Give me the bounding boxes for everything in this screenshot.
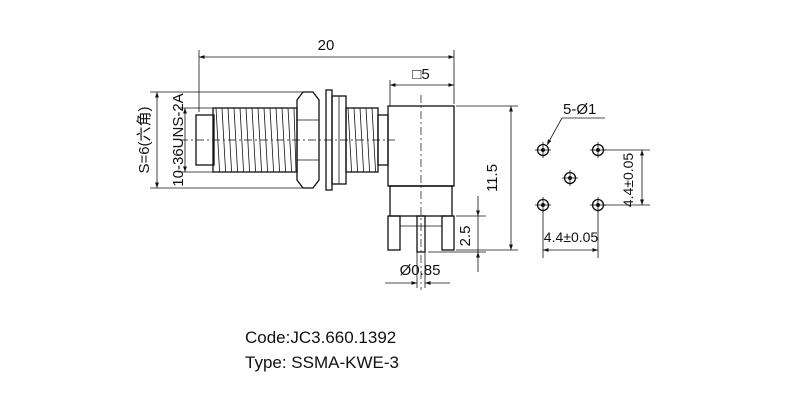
footprint-hole-center [562,170,578,186]
dim-pitch-horizontal-label: 4.4±0.05 [544,229,599,245]
dim-pin-length: 2.5 [428,196,486,272]
part-type: Type: SSMA-KWE-3 [245,353,399,372]
dim-pin-diameter: Ø0.85 [385,252,450,288]
dim-hole-callout-label: 5-Ø1 [563,101,596,118]
hex-nut [296,91,320,189]
dim-height: 11.5 [456,105,518,251]
dim-overall-length-label: 20 [318,37,335,54]
dim-height-label: 11.5 [484,164,501,192]
footprint-hole [535,197,551,213]
dim-hex-size: S=6(六角) [136,91,303,189]
dim-thread-label: 10-36UNS-2A [170,93,187,186]
dim-square-size: □5 [389,66,454,106]
footprint-hole [590,197,606,213]
dim-thread: 10-36UNS-2A [170,93,213,187]
dim-pin-length-label: 2.5 [457,226,474,247]
dim-square-size-label: □5 [412,66,429,83]
footprint-hole [535,142,551,158]
pcb-footprint: 5-Ø1 4.4±0.05 4.4±0.05 [535,101,650,258]
right-angle-housing [387,95,455,290]
footprint-hole [590,142,606,158]
dim-hex-size-label: S=6(六角) [136,106,153,173]
dim-overall-length: 20 [198,37,455,112]
part-code: Code:JC3.660.1392 [245,328,397,347]
dim-pitch-vertical-label: 4.4±0.05 [620,153,636,208]
dim-pin-diameter-label: Ø0.85 [400,262,441,279]
